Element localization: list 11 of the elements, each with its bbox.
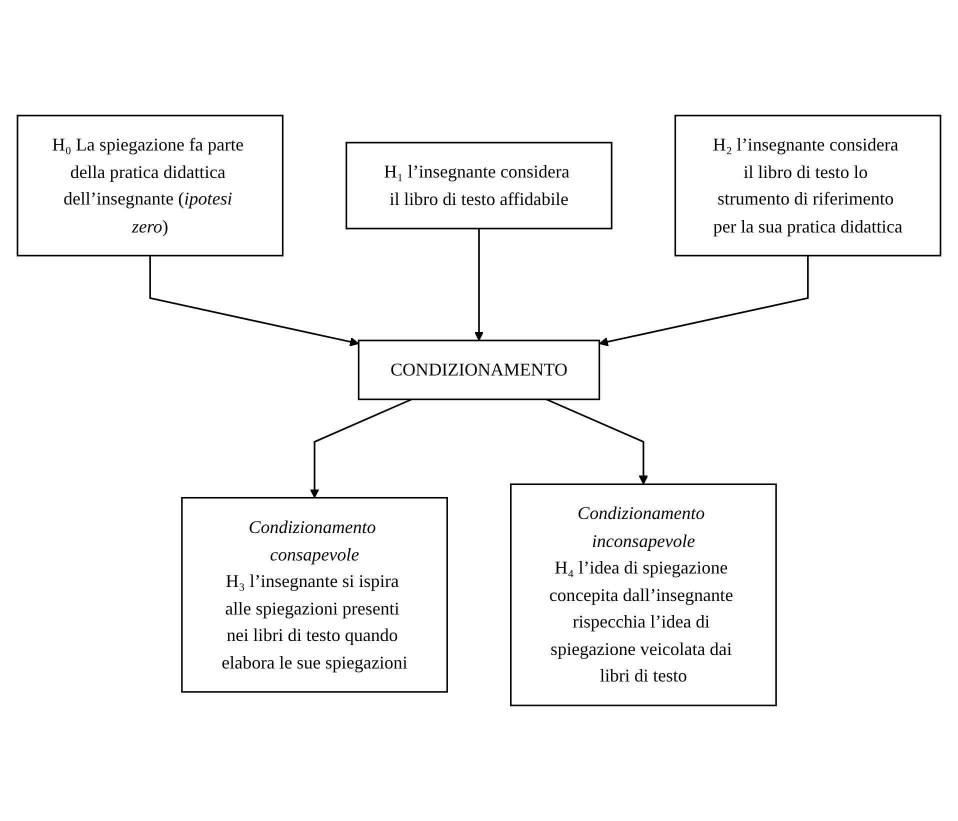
arrow: [598, 256, 809, 346]
node-box: Condizionamento inconsapevole H₄ l’idea di spiegazione concepita dall’insegnante rispecchia l’idea di spiegazione veicolata dai libri di testo: [510, 483, 777, 706]
node-box: H₀ La spiegazione fa parte della pratica didattica dell’insegnante (ipotesi zero): [16, 114, 284, 256]
arrow: [546, 398, 648, 485]
node-box: H₁ l’insegnante considera il libro di testo affidabile: [346, 142, 612, 230]
arrow: [149, 256, 360, 346]
node-box: CONDIZIONAMENTO: [358, 340, 600, 400]
arrow: [310, 398, 412, 498]
arrow: [474, 228, 484, 341]
node-box: H₂ l’insegnante considera il libro di testo lo strumento di riferimento per la sua pratica didattica: [674, 114, 942, 256]
node-box: Condizionamento consapevole H₃ l’insegnante si ispira alle spiegazioni presenti nei libri di testo quando elabora le sue spiegazioni: [181, 496, 448, 693]
